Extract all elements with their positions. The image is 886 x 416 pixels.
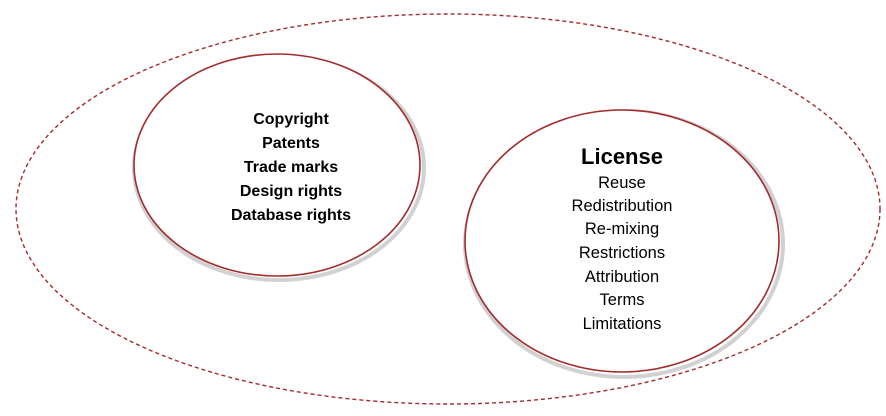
license-item: Reuse — [598, 174, 646, 192]
license-item: Redistribution — [572, 197, 673, 215]
license-item: Terms — [600, 291, 645, 309]
ip-rights-item: Design rights — [240, 183, 342, 200]
license-item: Attribution — [585, 268, 659, 286]
license-item: Limitations — [583, 315, 662, 333]
ip-rights-item: Copyright — [253, 111, 329, 128]
ip-rights-item: Patents — [262, 135, 320, 152]
ip-rights-item: Database rights — [231, 207, 351, 224]
license-circle — [464, 109, 780, 373]
license-item: Restrictions — [579, 244, 665, 262]
ip-rights-list: Copyright Patents Trade marks Design rig… — [231, 111, 351, 224]
outer-dashed-ellipse — [15, 13, 881, 405]
license-list: License Reuse Redistribution Re-mixing R… — [572, 144, 673, 333]
license-item: Re-mixing — [585, 220, 659, 238]
ip-rights-circle — [133, 53, 421, 277]
ip-rights-item: Trade marks — [244, 159, 338, 176]
license-title: License — [581, 144, 663, 169]
